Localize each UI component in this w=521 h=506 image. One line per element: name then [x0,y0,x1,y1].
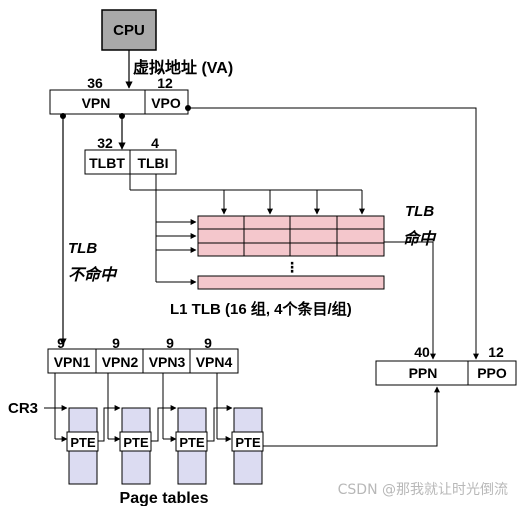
vpn-bits: 36 [87,75,103,91]
tlb-ellipsis: ⋮ [285,259,299,275]
vpo-bits: 12 [157,75,173,91]
vpn-index-lines [54,373,232,442]
ppo-bits: 12 [488,344,504,360]
vpn-bits-labels: 9 9 9 9 [57,335,212,351]
cr3-label: CR3 [8,400,38,417]
vpn2-field: VPN2 [102,354,139,370]
svg-text:9: 9 [166,335,174,351]
pte-label-1: PTE [70,435,96,450]
svg-text:9: 9 [204,335,212,351]
vpn-field: VPN [82,95,111,111]
tlb-miss-label-line2: 不命中 [68,265,118,284]
tlbi-set-lines [155,174,197,285]
tlb-last-set [197,275,385,290]
vpn3-field: VPN3 [149,354,186,370]
pa-register [375,360,517,386]
cpu-label: CPU [113,22,145,39]
page-table-4 [231,407,264,485]
page-table-3 [175,407,208,485]
svg-text:9: 9 [57,335,65,351]
vpn4-field: VPN4 [196,354,233,370]
page-table-links [98,405,233,442]
pte-label-2: PTE [123,435,149,450]
va-register [49,89,189,115]
tlb-hit-label-line2: 命中 [403,229,437,248]
pte-to-ppn-path [263,386,440,447]
ppn-bits: 40 [414,344,430,360]
tlb-caption: L1 TLB (16 组, 4个条目/组) [170,300,352,318]
tlbt-compare-lines [129,174,365,215]
page-table-2 [119,407,152,485]
cpu-box [101,9,157,51]
ppn-field: PPN [409,365,438,381]
tlb-hit-path [384,241,436,360]
tlb-set-array [197,215,385,257]
ppo-field: PPO [477,365,507,381]
page-tables-label: Page tables [120,490,209,506]
tlbt-bits: 32 [97,135,113,151]
vpo-to-ppo-path [188,107,479,360]
tlb-hit-label-line1: TLB [405,203,434,220]
page-table-1 [66,407,99,485]
tlbt-field: TLBT [89,155,125,171]
vpo-field: VPO [151,95,181,111]
pte-label-3: PTE [179,435,205,450]
csdn-watermark: CSDN @那我就让时光倒流 [338,482,508,498]
tlbi-bits: 4 [151,135,159,151]
tlbi-field: TLBI [137,155,168,171]
svg-text:9: 9 [112,335,120,351]
tlb-miss-label-line1: TLB [68,240,97,257]
pte-label-4: PTE [235,435,261,450]
vpn1-field: VPN1 [54,354,91,370]
va-label: 虚拟地址 (VA) [133,58,233,77]
